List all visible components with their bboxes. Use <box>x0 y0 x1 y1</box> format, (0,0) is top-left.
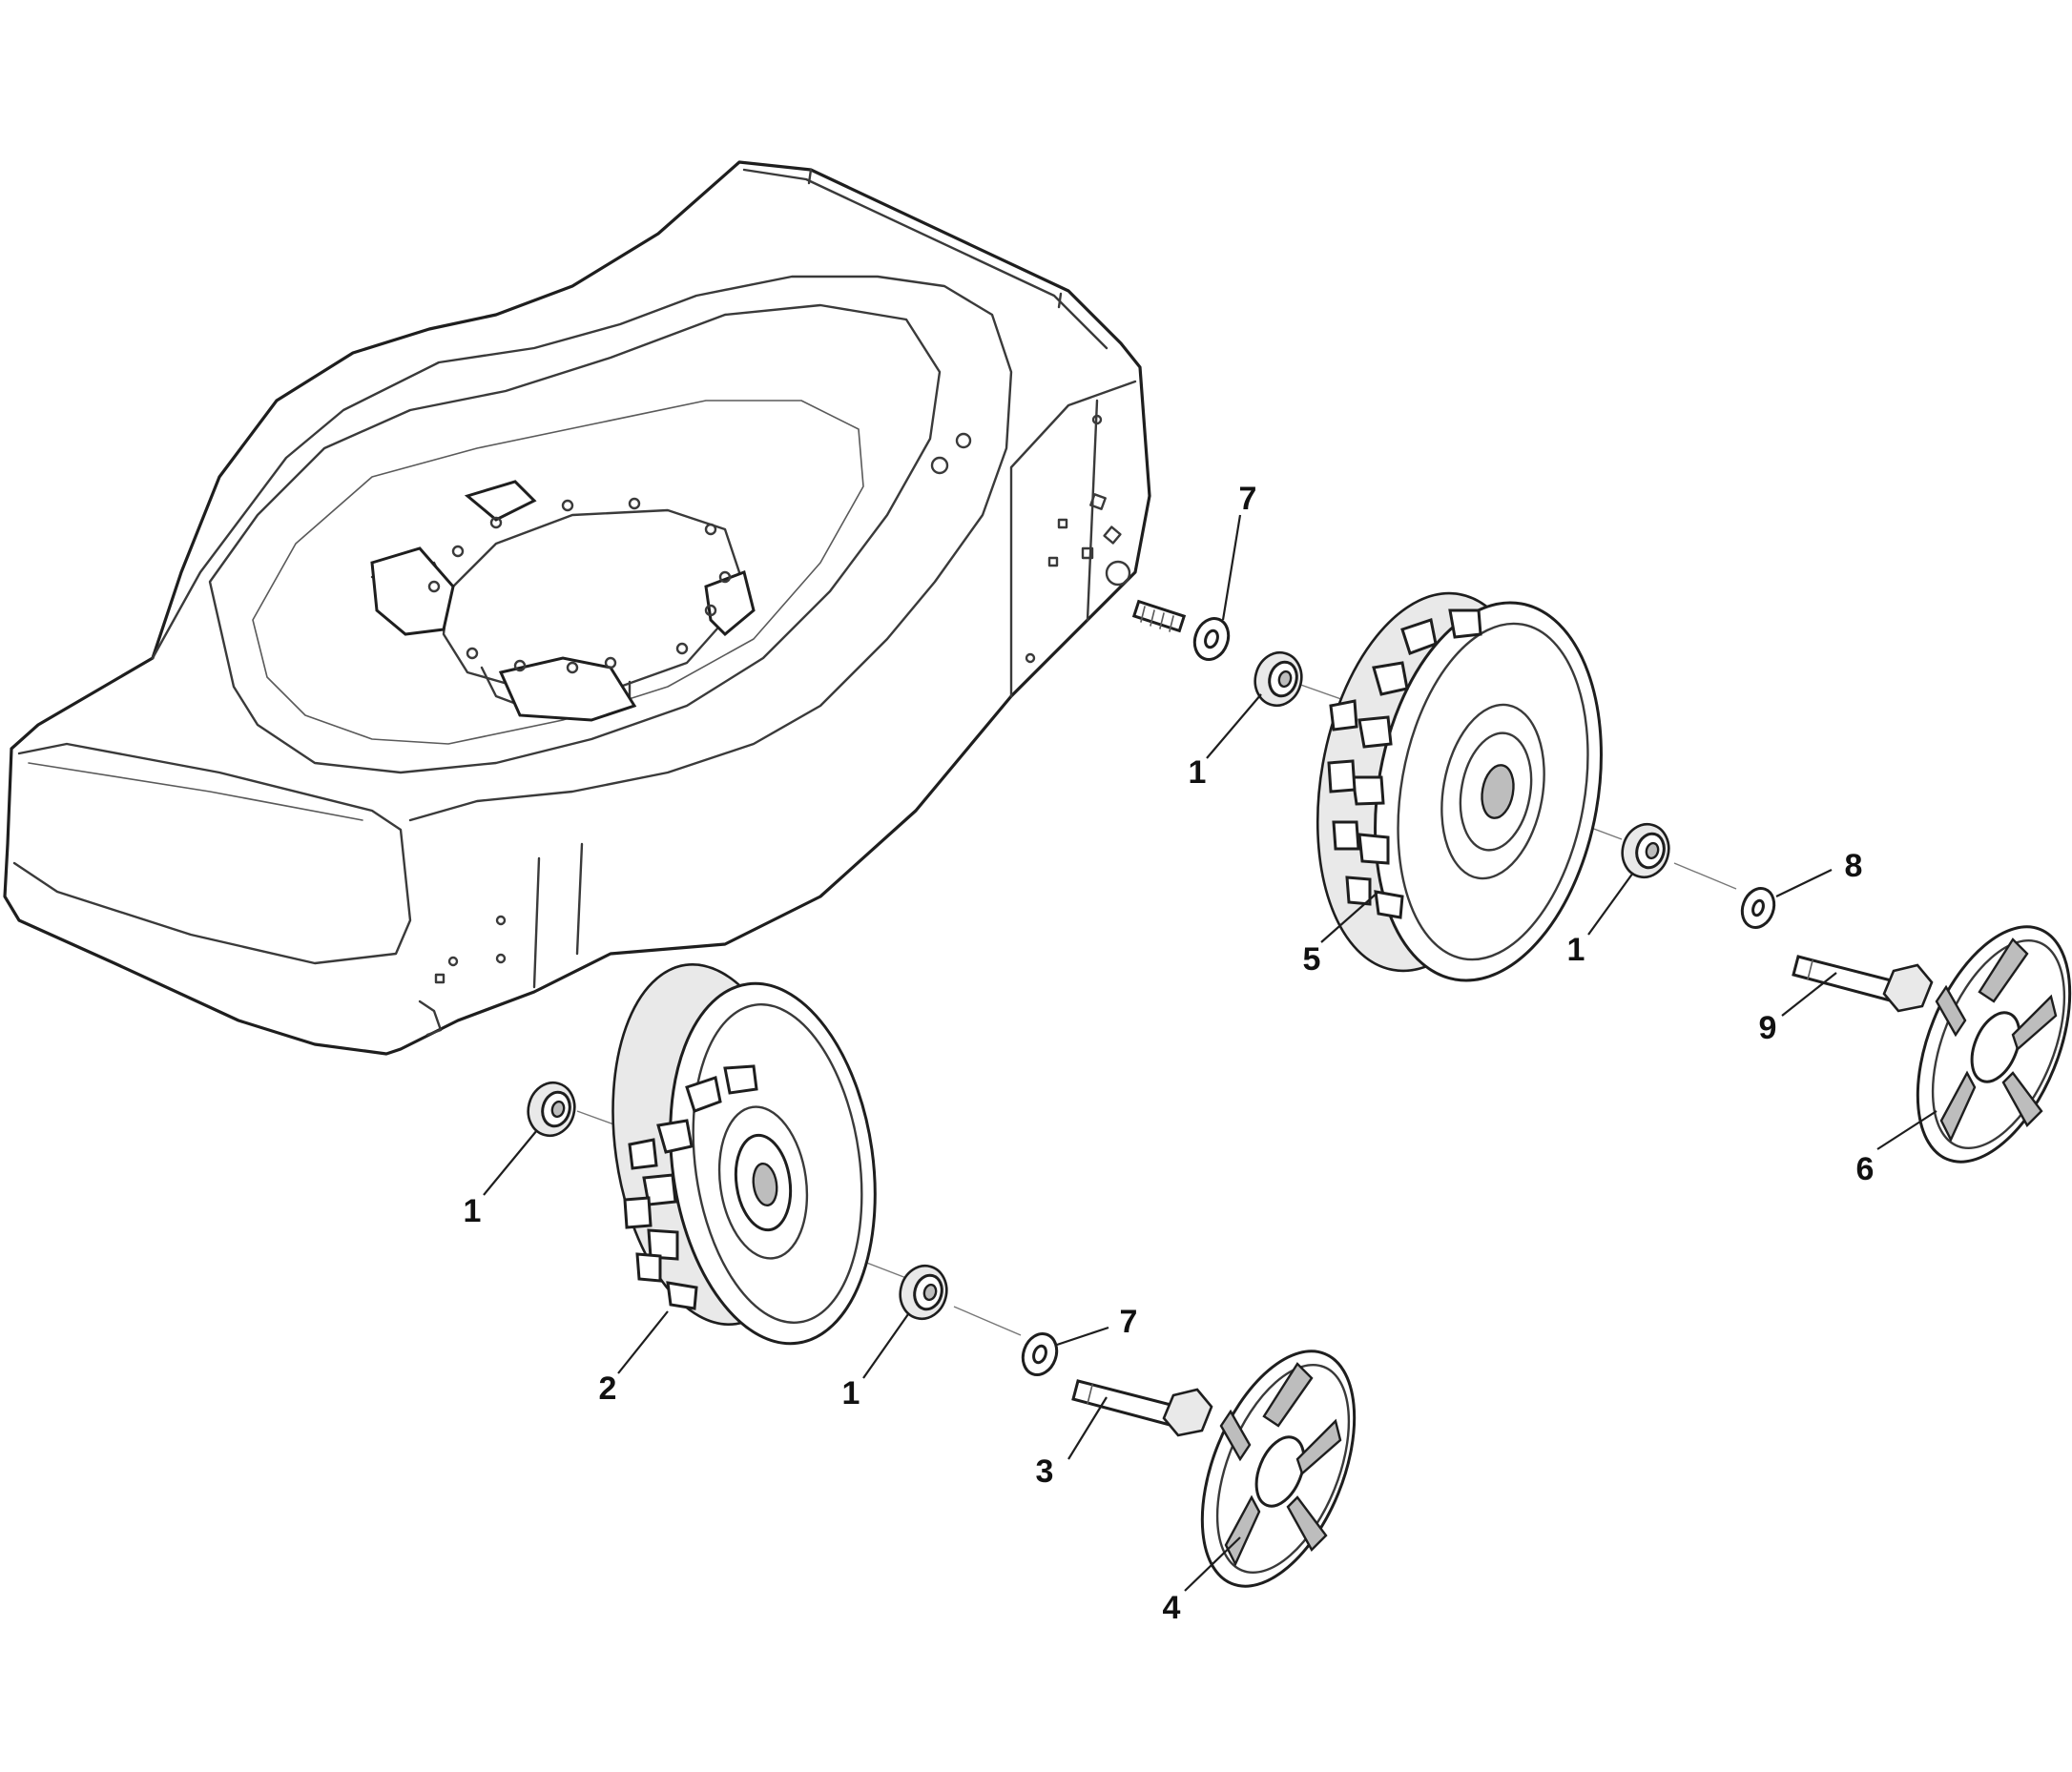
leader-1-right <box>1587 872 1634 936</box>
callout-7-top: 7 <box>1239 481 1257 517</box>
axle-stub <box>1131 599 1187 633</box>
bolt-3 <box>1071 1379 1213 1437</box>
callout-1-top: 1 <box>1189 754 1207 791</box>
rear-wheel-5 <box>1316 591 1603 982</box>
leader-5 <box>1320 891 1379 943</box>
callout-2: 2 <box>599 1370 617 1407</box>
callout-6: 6 <box>1856 1151 1875 1187</box>
callout-1-right: 1 <box>1567 932 1585 968</box>
leader-8 <box>1775 869 1833 897</box>
callout-5: 5 <box>1303 941 1321 978</box>
callout-1-center: 1 <box>842 1375 860 1411</box>
callout-3: 3 <box>1036 1453 1054 1490</box>
leader-6 <box>1876 1110 1937 1150</box>
callout-8: 8 <box>1845 848 1863 884</box>
washer-7-bottom <box>1021 1332 1059 1376</box>
hubcap-6 <box>1916 925 2072 1164</box>
leader-1-left <box>483 1129 538 1196</box>
mower-deck <box>3 160 1187 1056</box>
bolt-9 <box>1792 955 1934 1013</box>
leader-1-center <box>862 1313 909 1379</box>
washer-7-top <box>1192 617 1231 661</box>
front-wheel-assembly <box>527 963 1357 1588</box>
right-wheel-assembly <box>1192 591 2072 1164</box>
bearing-1-center <box>899 1264 948 1321</box>
leader-4 <box>1184 1536 1241 1592</box>
callout-1-left: 1 <box>464 1193 482 1229</box>
leader-9 <box>1781 972 1837 1017</box>
callout-7-bottom: 7 <box>1120 1304 1138 1340</box>
leader-1-top <box>1206 693 1262 759</box>
callout-9: 9 <box>1759 1010 1777 1046</box>
leader-3 <box>1067 1396 1108 1460</box>
bearing-1-left <box>527 1081 576 1138</box>
leader-7-bottom <box>1056 1326 1109 1347</box>
bearing-1-top <box>1254 650 1303 708</box>
leader-7-top <box>1221 514 1242 621</box>
callout-labels: 7 1 5 1 8 9 6 1 2 1 7 3 4 <box>464 481 1875 1626</box>
hubcap-4 <box>1200 1350 1357 1588</box>
leader-2 <box>617 1310 669 1374</box>
callout-4: 4 <box>1163 1590 1181 1626</box>
leader-lines <box>483 514 1937 1592</box>
front-wheel-2 <box>611 963 877 1346</box>
washer-8 <box>1740 887 1776 929</box>
bearing-1-right <box>1621 822 1670 879</box>
